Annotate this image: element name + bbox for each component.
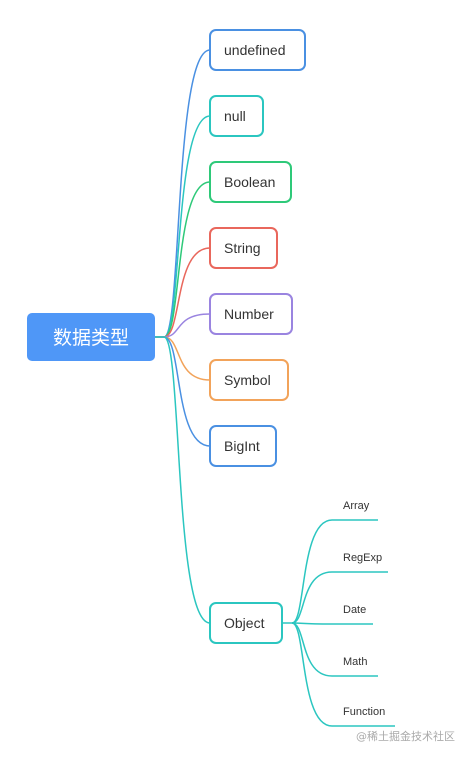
object-child-date[interactable]: Date: [343, 604, 366, 616]
type-nodes: undefined nullBooleanStringNumberSymbolBi…: [209, 29, 306, 644]
type-node-label: Symbol: [224, 372, 271, 388]
type-node-box: [209, 227, 278, 269]
connector-null: [155, 115, 211, 338]
type-node-box: [209, 359, 289, 401]
connector-array: [291, 519, 378, 624]
connector-object: [155, 336, 211, 624]
connector-regexp: [291, 571, 388, 624]
type-node-object[interactable]: Object: [209, 602, 283, 644]
object-child-math[interactable]: Math: [343, 656, 367, 668]
type-node-string[interactable]: String: [209, 227, 278, 269]
type-node-label: undefined: [224, 42, 286, 58]
connector-number: [155, 313, 211, 338]
root-node-box: [27, 313, 155, 361]
type-node-null[interactable]: null: [209, 95, 264, 137]
object-child-function[interactable]: Function: [343, 706, 385, 718]
object-child-array[interactable]: Array: [343, 500, 370, 512]
type-node-box: [209, 425, 277, 467]
type-node-label: String: [224, 240, 261, 256]
type-node-box: [209, 293, 293, 335]
connector-bigint: [155, 336, 211, 447]
connector-undefined: [155, 49, 211, 338]
type-node-box: [209, 602, 283, 644]
type-node-label: Object: [224, 615, 265, 631]
type-node-number[interactable]: Number: [209, 293, 293, 335]
object-child-regexp[interactable]: RegExp: [343, 552, 382, 564]
connector-function: [291, 622, 395, 727]
connector-lines: [155, 49, 395, 727]
type-node-undefined[interactable]: undefined: [209, 29, 306, 71]
root-node[interactable]: 数据类型: [27, 313, 155, 361]
type-node-label: Boolean: [224, 174, 275, 190]
connector-string: [155, 247, 211, 338]
type-node-label: BigInt: [224, 438, 260, 454]
connector-math: [291, 622, 378, 677]
type-node-box: [209, 95, 264, 137]
type-node-boolean[interactable]: Boolean: [209, 161, 292, 203]
type-node-bigint[interactable]: BigInt: [209, 425, 277, 467]
type-node-label: Number: [224, 306, 274, 322]
connector-date: [291, 622, 373, 625]
type-node-label: null: [224, 108, 246, 124]
type-node-box: [209, 161, 292, 203]
type-node-box: [209, 29, 306, 71]
root-node-label: 数据类型: [53, 327, 129, 349]
connector-symbol: [155, 336, 211, 381]
watermark: @稀土掘金技术社区: [356, 729, 455, 743]
type-node-symbol[interactable]: Symbol: [209, 359, 289, 401]
